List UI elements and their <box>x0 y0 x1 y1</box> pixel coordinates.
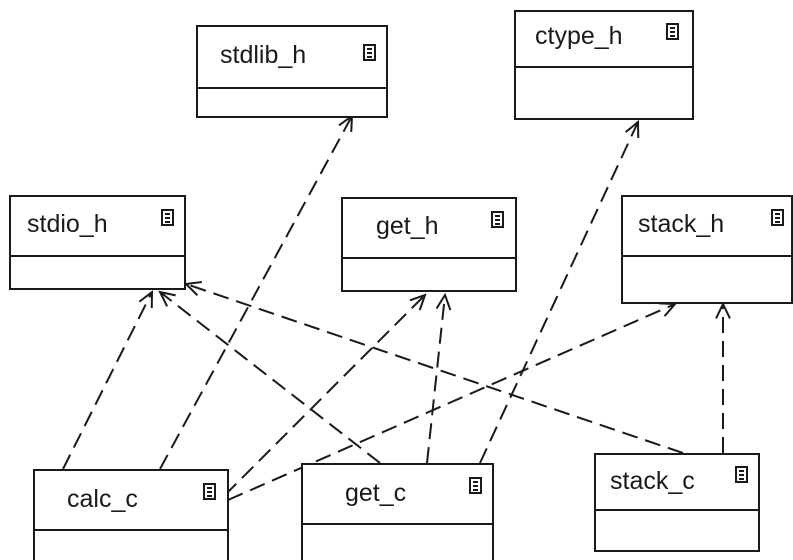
document-icon <box>469 477 482 494</box>
dependency-line <box>159 115 353 470</box>
document-icon <box>363 44 376 61</box>
module-get_c[interactable]: get_c <box>301 463 494 560</box>
dependency-calc_c-to-get_h <box>224 293 427 496</box>
dependency-line <box>479 121 639 464</box>
module-name: calc_c <box>67 485 138 513</box>
dependency-calc_c-to-stdio_h <box>62 289 154 470</box>
module-stdlib_h[interactable]: stdlib_h <box>196 25 388 118</box>
dependency-calc_c-to-stdlib_h <box>159 113 354 470</box>
module-calc_c[interactable]: calc_c <box>33 469 229 560</box>
dependency-get_c-to-ctype_h <box>479 119 640 464</box>
dependency-stack_c-to-stdio_h <box>183 281 684 454</box>
document-icon <box>203 483 216 500</box>
module-ctype_h[interactable]: ctype_h <box>514 10 694 120</box>
arrowhead <box>658 302 678 317</box>
module-name: stack_c <box>610 467 695 495</box>
dependency-get_c-to-get_h <box>426 292 452 464</box>
arrowhead <box>183 281 203 296</box>
arrowhead <box>138 289 154 309</box>
dependency-line <box>62 291 153 470</box>
dependency-stack_c-to-stack_h <box>715 301 731 453</box>
dependency-get_c-to-stdio_h <box>158 290 381 464</box>
module-name: stack_h <box>638 210 725 238</box>
module-stack_c[interactable]: stack_c <box>594 453 760 552</box>
document-icon <box>771 209 784 226</box>
arrowhead <box>435 292 452 311</box>
dependency-line <box>426 294 446 464</box>
module-stdio_h[interactable]: stdio_h <box>9 195 186 290</box>
arrowhead <box>409 293 427 311</box>
module-get_h[interactable]: get_h <box>341 197 517 292</box>
dependency-line <box>185 283 684 454</box>
module-name: get_c <box>345 479 407 507</box>
document-icon <box>735 466 748 483</box>
arrowhead <box>624 119 640 139</box>
document-icon <box>161 209 174 226</box>
module-name: get_h <box>376 212 439 240</box>
module-name: ctype_h <box>535 22 623 50</box>
arrowhead <box>158 290 176 307</box>
module-name: stdlib_h <box>220 41 307 69</box>
document-icon <box>666 23 679 40</box>
arrowhead <box>715 301 731 319</box>
document-icon <box>491 211 504 228</box>
module-stack_h[interactable]: stack_h <box>621 195 793 304</box>
module-name: stdio_h <box>27 210 108 238</box>
dependency-line <box>159 291 381 464</box>
